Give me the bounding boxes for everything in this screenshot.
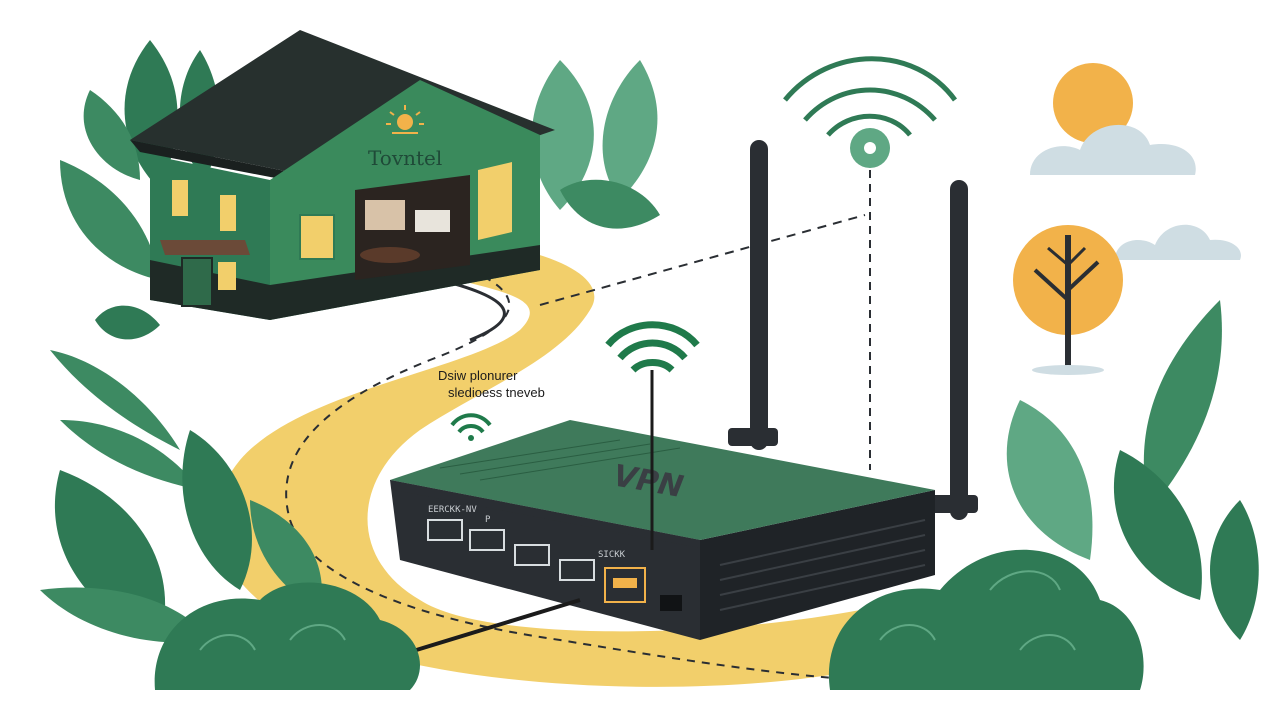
leaf-icon: [1113, 450, 1202, 600]
tree-icon: [1013, 225, 1123, 375]
cloud-icon: [1115, 224, 1241, 260]
house-porch-roof: [160, 240, 250, 255]
leaf-icon: [50, 350, 180, 450]
house-window: [172, 180, 188, 216]
router-vents: [439, 439, 681, 481]
leaf-icon: [250, 500, 322, 610]
connection-dashed-line: [539, 214, 866, 306]
house-side-window: [218, 262, 236, 290]
ethernet-port: [559, 559, 595, 581]
leaf-icon: [531, 60, 594, 210]
garage-items: [415, 210, 450, 232]
caption-line-1: Dsiw plonurer: [438, 368, 518, 383]
wifi-signal-icon: [605, 321, 700, 550]
path-dashed-line: [285, 269, 861, 681]
house-window: [299, 214, 335, 260]
router-side-vents: [719, 519, 926, 611]
antenna-icon: [728, 140, 778, 450]
leaf-icon: [182, 430, 252, 590]
house-door: [181, 257, 213, 307]
router-top-rim: [390, 480, 700, 548]
caption-line-2: sledioess tneveb: [448, 385, 545, 400]
antenna-icon: [928, 180, 978, 520]
right-leaves: [1006, 300, 1259, 640]
cloud-icon: [1030, 124, 1196, 175]
small-wifi-icon: [450, 413, 492, 441]
router-power-port: [660, 595, 682, 611]
leaf-icon: [1143, 300, 1222, 510]
ethernet-port: [469, 529, 505, 551]
leaf-icon: [1210, 500, 1259, 640]
house-side-door: [478, 162, 512, 240]
router-port-label-mid: P: [485, 515, 491, 525]
house-right-leaves: [531, 60, 660, 229]
winding-path: [216, 240, 860, 687]
router-cable: [399, 598, 581, 657]
path-solid-line: [439, 278, 506, 342]
sun-icon: [1053, 63, 1133, 143]
garage-items: [365, 200, 405, 230]
leaf-icon: [60, 420, 200, 490]
house-sign-text: Tovntel: [368, 146, 442, 170]
router-usb-port-inner: [613, 578, 637, 588]
router-port-label-right: SICKK: [598, 550, 626, 560]
bush-icon: [154, 582, 421, 690]
leaf-icon: [1006, 400, 1093, 560]
ethernet-port: [427, 519, 463, 541]
leaf-icon: [83, 90, 140, 180]
router-ports: [427, 519, 595, 581]
bush-icon: [828, 549, 1144, 690]
leaf-icon: [602, 60, 658, 200]
house-icon: Tovntel: [130, 30, 555, 320]
sun-icon: [386, 105, 424, 134]
house-gable: [270, 80, 540, 195]
router-port-label: EERCKK-NV: [428, 505, 477, 515]
ethernet-port: [514, 544, 550, 566]
house-window: [220, 195, 236, 231]
leaf-icon: [95, 305, 160, 340]
leaf-icon: [560, 179, 660, 229]
leaf-icon: [60, 160, 160, 280]
left-foreground-leaves: [40, 350, 322, 643]
router-icon: VPN EERCKK-NV P SICKK: [390, 140, 978, 657]
wifi-signal-icon: [783, 56, 958, 168]
leaf-icon: [40, 587, 210, 643]
house-brick-base-side: [270, 245, 540, 320]
garage-items: [360, 247, 420, 263]
router-top: [390, 420, 935, 540]
